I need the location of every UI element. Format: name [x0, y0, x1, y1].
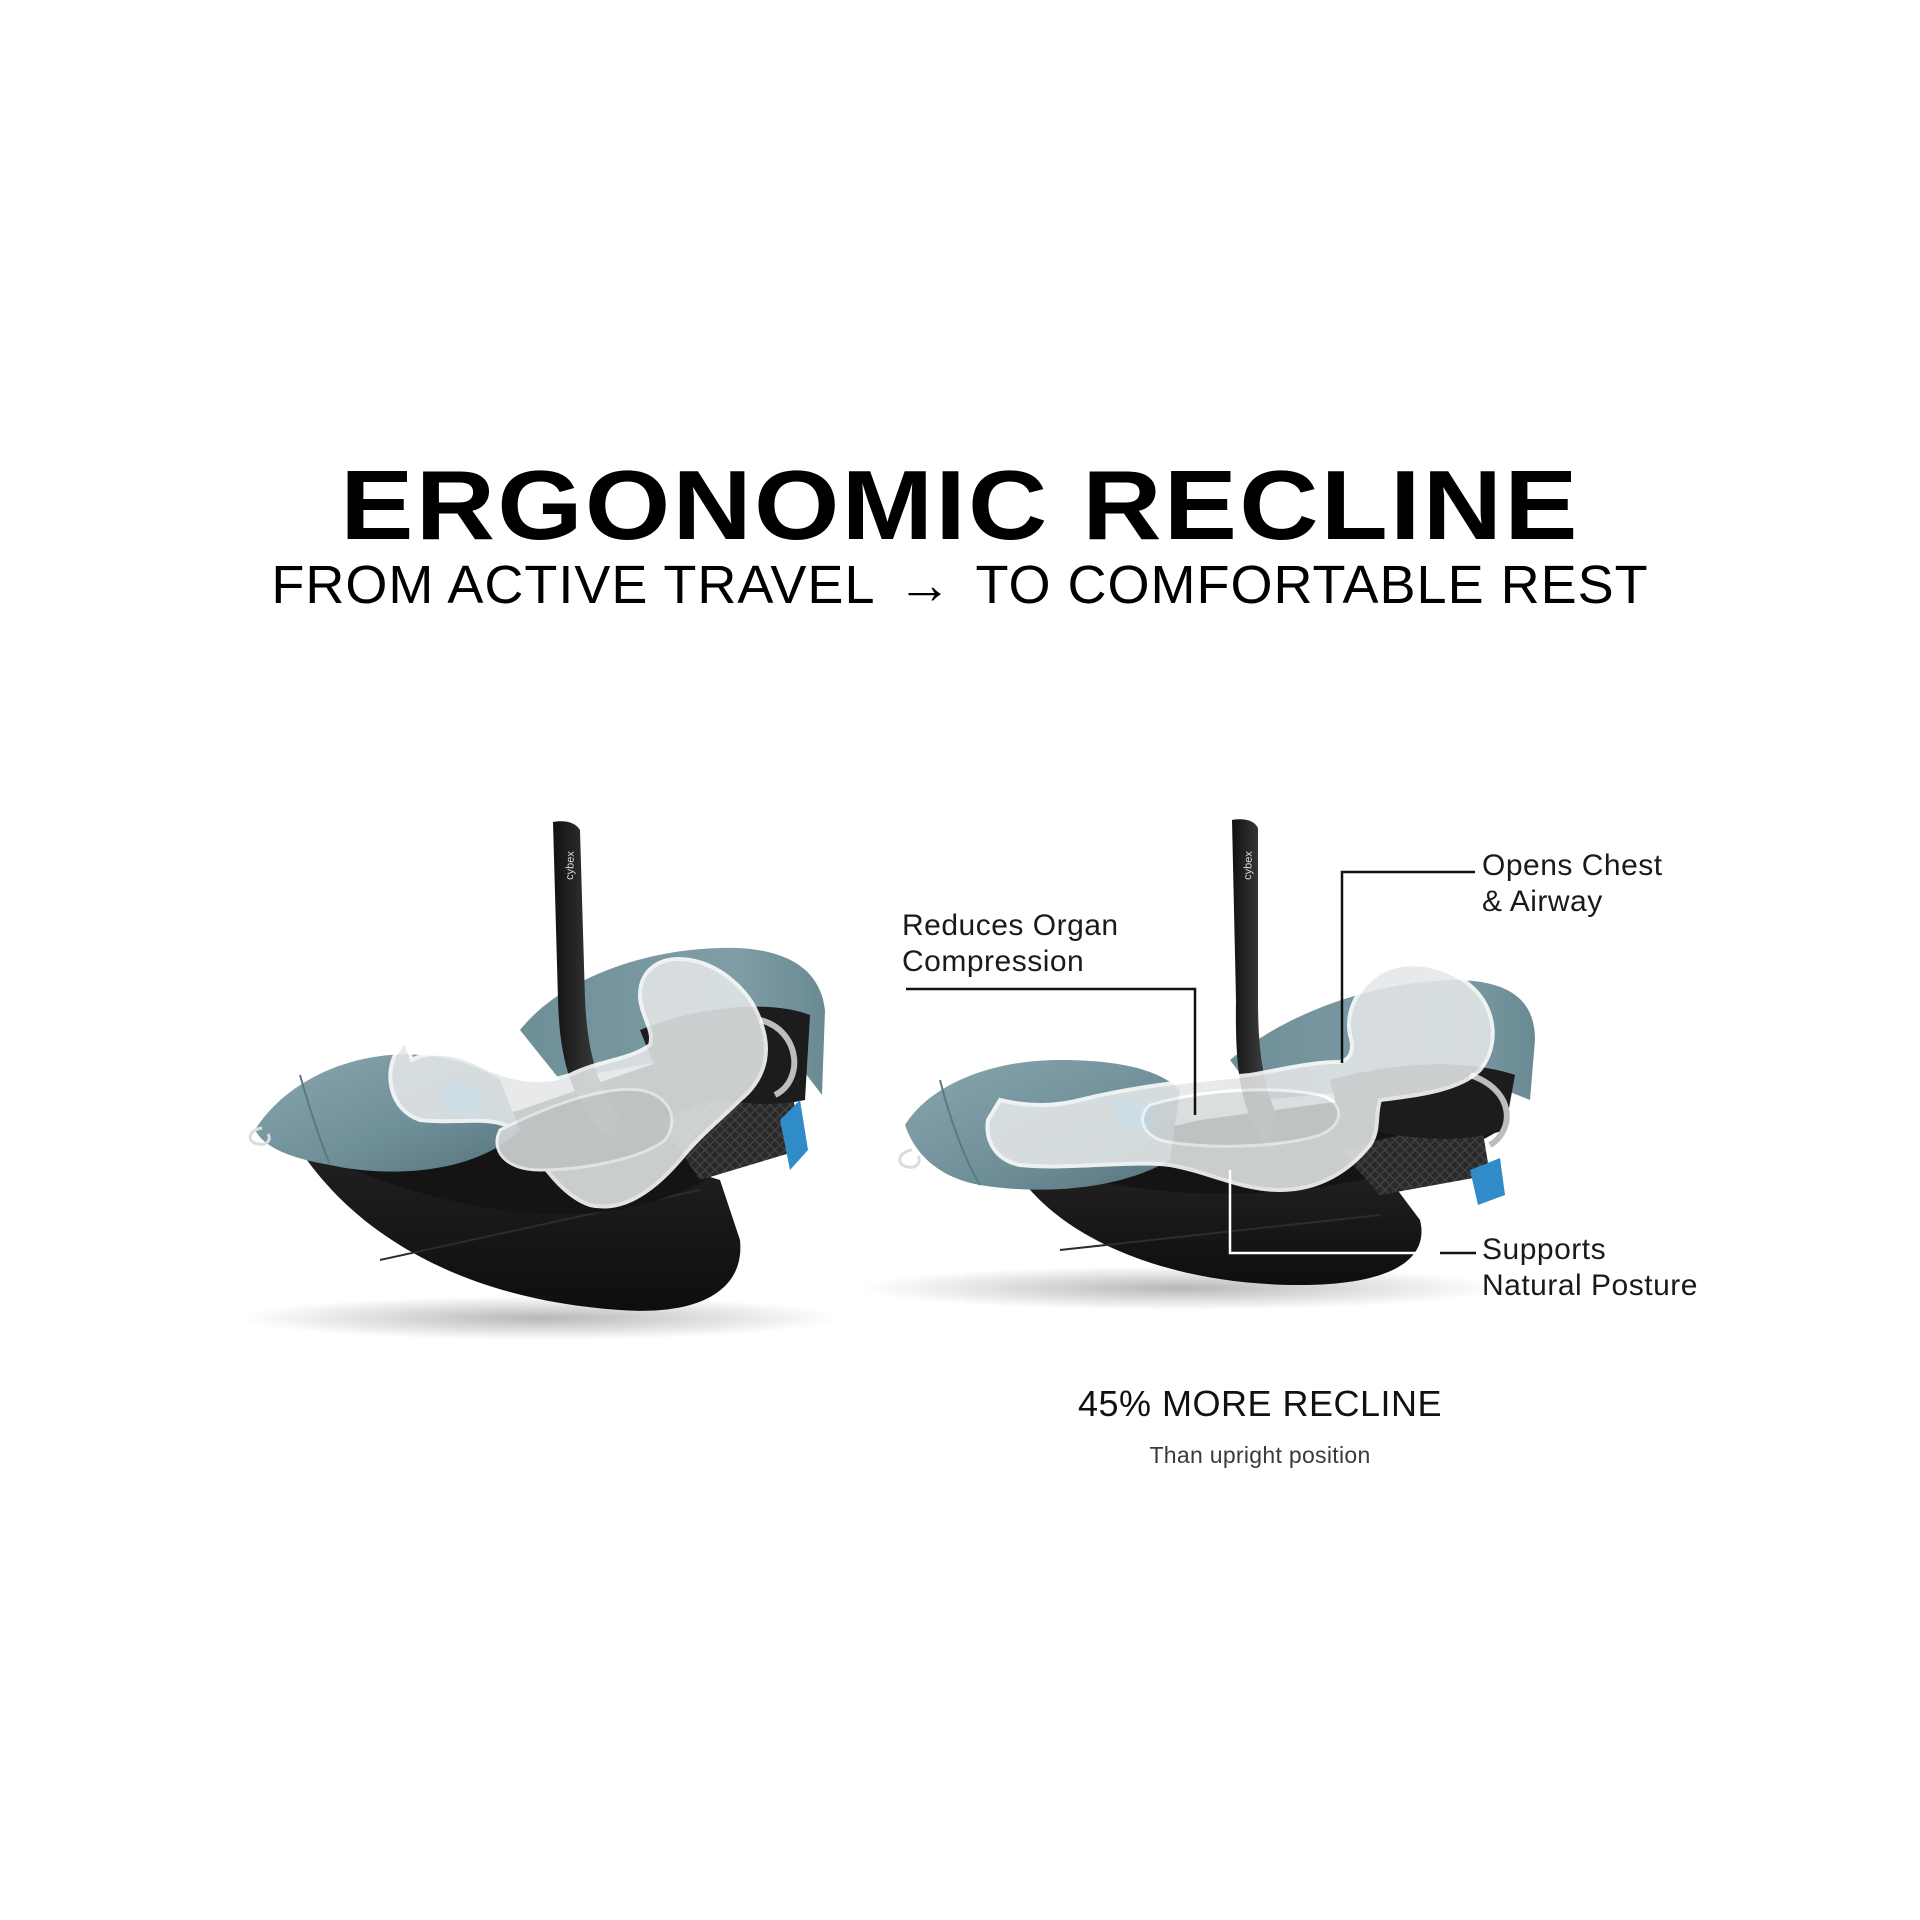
callout-chest-airway: Opens Chest & Airway	[1482, 848, 1663, 920]
callout-line-posture-inner	[1228, 1170, 1440, 1255]
subtitle-right: TO COMFORTABLE REST	[975, 555, 1649, 615]
subtitle-left: FROM ACTIVE TRAVEL	[271, 555, 874, 615]
right-arrow-icon: →	[897, 555, 953, 615]
cybex-logo: cybex	[564, 850, 577, 880]
callout-organ-compression: Reduces Organ Compression	[902, 908, 1119, 980]
car-seat-upright: cybex	[240, 821, 840, 1340]
callout-lines	[906, 870, 1476, 1255]
callout-line-organ	[906, 987, 1197, 1115]
callout-organ-line1: Reduces Organ	[902, 909, 1119, 942]
callout-posture-line1: Supports	[1482, 1233, 1607, 1266]
page-subtitle: FROM ACTIVE TRAVEL → TO COMFORTABLE REST	[0, 553, 1920, 617]
callout-organ-line2: Compression	[902, 945, 1085, 978]
recline-stat-caption: Than upright position	[1149, 1442, 1371, 1468]
car-seat-reclined: cybex	[860, 819, 1535, 1310]
callout-natural-posture: Supports Natural Posture	[1482, 1232, 1698, 1304]
callout-line-chest	[1340, 870, 1475, 1063]
callout-chest-line1: Opens Chest	[1482, 849, 1663, 882]
callout-posture-line2: Natural Posture	[1482, 1269, 1698, 1302]
page-title: ERGONOMIC RECLINE	[340, 450, 1580, 560]
recline-stat: 45% MORE RECLINE	[1077, 1383, 1443, 1424]
cybex-logo: cybex	[1242, 850, 1255, 880]
callout-chest-line2: & Airway	[1482, 885, 1603, 918]
